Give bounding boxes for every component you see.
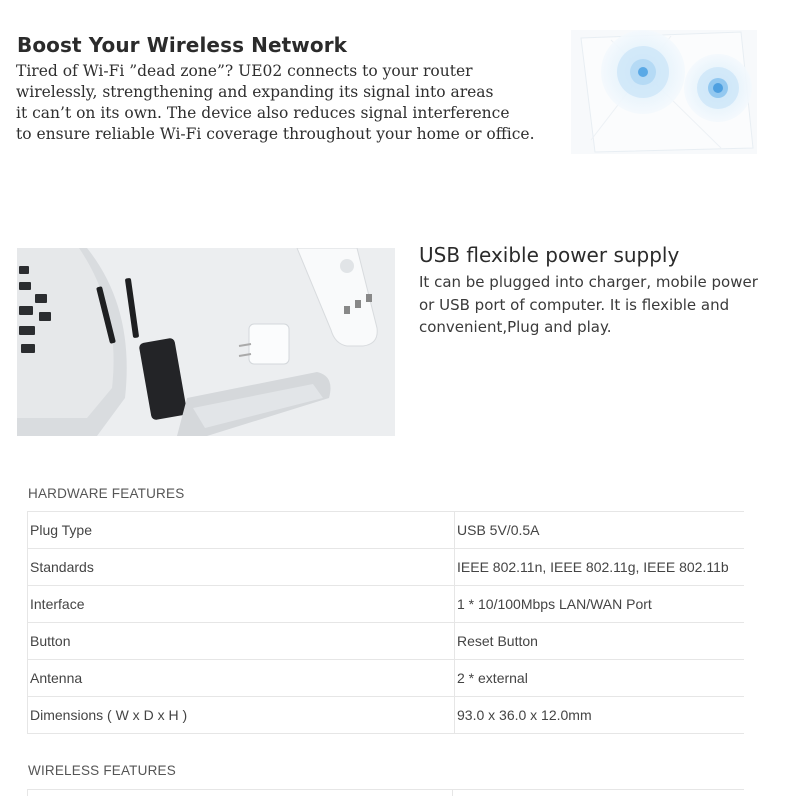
section-description-boost: Tired of Wi-Fi ”dead zone”? UE02 connect…	[16, 61, 566, 145]
spec-value: IEEE 802.11n, IEEE 802.11g, IEEE 802.11b	[454, 548, 744, 586]
spec-value: 93.0 x 36.0 x 12.0mm	[454, 696, 744, 734]
spec-value: 1 * 10/100Mbps LAN/WAN Port	[454, 585, 744, 623]
spec-label: Standards	[27, 548, 455, 586]
table-row: Interface 1 * 10/100Mbps LAN/WAN Port	[27, 585, 744, 623]
wifi-coverage-illustration	[571, 30, 757, 154]
description-line: it can’t on its own. The device also red…	[16, 104, 510, 122]
spec-label: Button	[27, 622, 455, 660]
spec-value: 2 * external	[454, 659, 744, 697]
table-row: Dimensions ( W x D x H ) 93.0 x 36.0 x 1…	[27, 696, 744, 734]
table-row: Standards IEEE 802.11n, IEEE 802.11g, IE…	[27, 548, 744, 586]
spec-value: Reset Button	[454, 622, 744, 660]
spec-label: Antenna	[27, 659, 455, 697]
description-line: or USB port of computer. It is flexible …	[419, 295, 730, 314]
table-row: Button Reset Button	[27, 622, 744, 660]
usb-repeater-photo	[17, 248, 395, 436]
spec-label: Interface	[27, 585, 455, 623]
table-row: Plug Type USB 5V/0.5A	[27, 511, 744, 549]
wireless-features-table-edge	[27, 789, 744, 796]
description-line: to ensure reliable Wi-Fi coverage throug…	[16, 125, 535, 143]
spec-label: Plug Type	[27, 511, 455, 549]
wireless-features-heading: WIRELESS FEATURES	[28, 763, 176, 778]
table-row: Antenna 2 * external	[27, 659, 744, 697]
spec-value: USB 5V/0.5A	[454, 511, 744, 549]
section-title-usb: USB flexible power supply	[419, 243, 680, 267]
description-line: Tired of Wi-Fi ”dead zone”? UE02 connect…	[16, 62, 473, 80]
section-title-boost: Boost Your Wireless Network	[17, 33, 348, 57]
hardware-features-heading: HARDWARE FEATURES	[28, 486, 185, 501]
section-description-usb: It can be plugged into charger, mobile p…	[419, 271, 789, 339]
spec-label: Dimensions ( W x D x H )	[27, 696, 455, 734]
description-line: convenient,Plug and play.	[419, 318, 612, 336]
description-line: wirelessly, strengthening and expanding …	[16, 83, 494, 101]
description-line: It can be plugged into charger, mobile p…	[419, 273, 758, 291]
hardware-features-table: Plug Type USB 5V/0.5A Standards IEEE 802…	[27, 511, 744, 734]
